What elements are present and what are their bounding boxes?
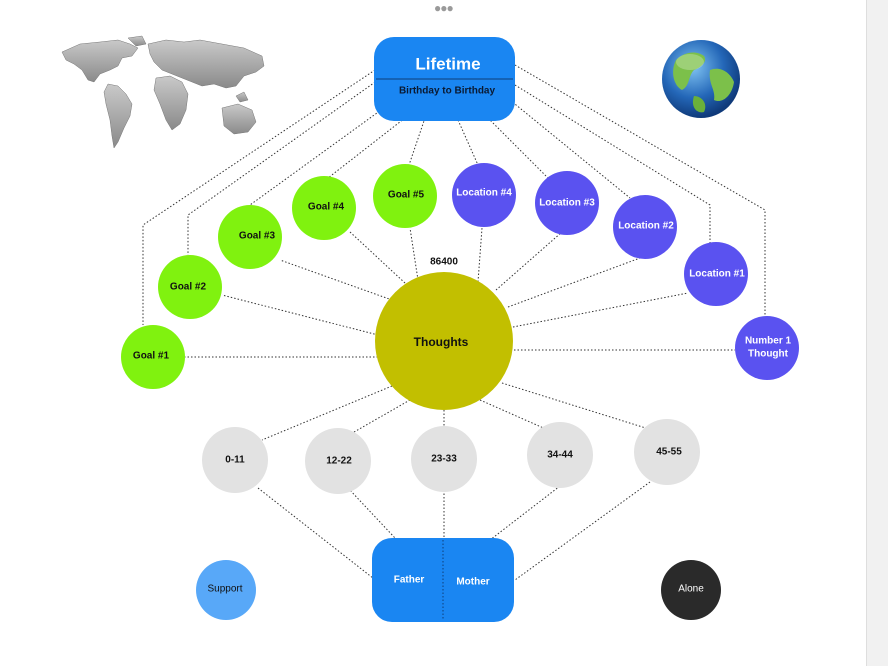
connector-lifetime-goal2: [187, 79, 379, 255]
father-label: Father: [394, 575, 425, 586]
age-node-2[interactable]: 23-33: [411, 426, 477, 492]
earth-globe-icon: [662, 40, 740, 118]
number-one-label-line1: Number 1: [745, 336, 792, 347]
alone-node[interactable]: Alone: [661, 560, 721, 620]
goal-label-1: Goal #1: [133, 351, 170, 362]
age-node-3[interactable]: 34-44: [527, 422, 593, 488]
connector-thoughts-location1: [512, 292, 689, 328]
age-node-4[interactable]: 45-55: [634, 419, 700, 485]
number-one-label-line2: Thought: [748, 349, 789, 360]
connector-lifetime-number1: [514, 64, 766, 318]
connector-thoughts-age0: [261, 385, 393, 441]
connector-lifetime-goal3: [249, 104, 389, 206]
location-node-1[interactable]: Location #1: [684, 242, 748, 306]
goal-node-3[interactable]: Goal #3: [218, 205, 282, 269]
lifetime-subtitle: Birthday to Birthday: [399, 86, 496, 97]
connector-thoughts-goal3: [279, 259, 393, 301]
scrollbar-track[interactable]: [866, 0, 888, 666]
connector-lifetime-goal4: [327, 117, 406, 179]
mind-map-diagram: Lifetime Birthday to Birthday Goal #1 Go…: [61, 35, 799, 622]
goal-node-4[interactable]: Goal #4: [292, 176, 356, 240]
location-label-3: Location #3: [539, 198, 595, 209]
location-node-4[interactable]: Location #4: [452, 163, 516, 227]
connector-lifetime-goal5: [407, 117, 426, 169]
connector-thoughts-location4: [477, 227, 483, 283]
age-node-0[interactable]: 0-11: [202, 427, 268, 493]
world-map-icon: [61, 35, 265, 149]
location-label-1: Location #1: [689, 269, 745, 280]
goal-label-2: Goal #2: [170, 282, 207, 293]
goal-label-4: Goal #4: [308, 202, 345, 213]
connector-lifetime-location4: [457, 119, 479, 166]
goal-node-5[interactable]: Goal #5: [373, 164, 437, 228]
age-range-nodes: 0-11 12-22 23-33 34-44 45-55: [202, 419, 700, 494]
location-node-3[interactable]: Location #3: [535, 171, 599, 235]
age-label-1: 12-22: [326, 456, 352, 467]
number-one-thought-node[interactable]: Number 1 Thought: [735, 316, 799, 380]
support-label: Support: [207, 584, 242, 595]
goal-node-2[interactable]: Goal #2: [158, 255, 222, 319]
connector-thoughts-location3: [495, 231, 563, 291]
connector-age3-parents: [489, 485, 561, 541]
goal-node-1[interactable]: Goal #1: [121, 325, 185, 389]
age-label-3: 34-44: [547, 450, 573, 461]
age-label-4: 45-55: [656, 447, 682, 458]
connector-lifetime-location3: [487, 117, 549, 179]
age-label-0: 0-11: [225, 455, 245, 466]
thoughts-center-node[interactable]: 86400 Thoughts: [375, 257, 513, 411]
lifetime-title: Lifetime: [415, 55, 480, 74]
alone-label: Alone: [678, 584, 704, 595]
more-horizontal-icon[interactable]: ●●●: [434, 1, 454, 15]
goal-label-3: Goal #3: [239, 231, 276, 242]
goal-nodes: Goal #1 Goal #2 Goal #3 Goal #4 Goal #5: [121, 164, 437, 389]
age-label-2: 23-33: [431, 454, 457, 465]
connector-age0-parents: [257, 487, 379, 583]
connector-thoughts-age4: [501, 382, 653, 431]
location-label-4: Location #4: [456, 188, 512, 199]
support-node[interactable]: Support: [196, 560, 256, 620]
connector-thoughts-goal4: [349, 231, 406, 284]
thoughts-count: 86400: [430, 257, 458, 268]
goal-label-5: Goal #5: [388, 190, 425, 201]
location-node-2[interactable]: Location #2: [613, 195, 677, 259]
connector-lines: [142, 64, 766, 620]
connector-thoughts-location2: [507, 257, 641, 308]
connector-lifetime-location2: [509, 99, 631, 199]
location-label-2: Location #2: [618, 221, 674, 232]
connector-age1-parents: [347, 487, 396, 539]
parents-box[interactable]: Father Mother: [372, 538, 514, 622]
thoughts-label: Thoughts: [414, 335, 469, 349]
connector-lifetime-location1: [514, 84, 711, 248]
location-nodes: Location #4 Location #3 Location #2 Loca…: [452, 163, 748, 306]
connector-age4-parents: [514, 481, 651, 581]
lifetime-box[interactable]: Lifetime Birthday to Birthday: [374, 37, 515, 121]
connector-thoughts-goal5: [409, 227, 419, 281]
connector-thoughts-age3: [479, 399, 549, 431]
connector-thoughts-goal2: [221, 294, 379, 336]
age-node-1[interactable]: 12-22: [305, 428, 371, 494]
mother-label: Mother: [456, 577, 489, 588]
